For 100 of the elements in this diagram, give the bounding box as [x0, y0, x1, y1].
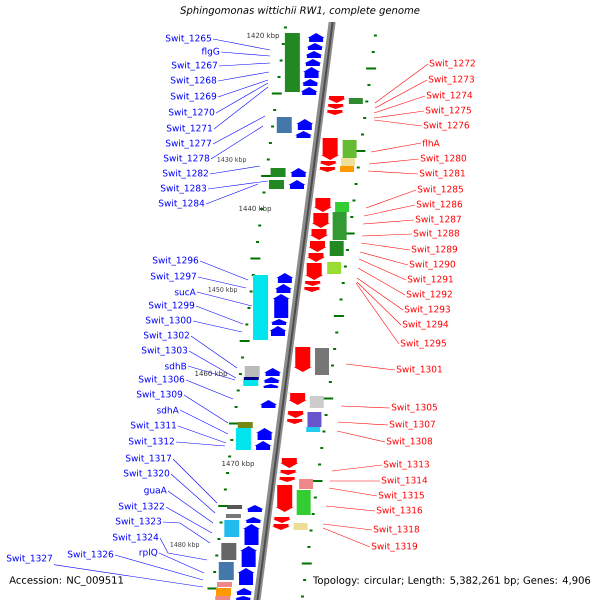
leader-line [338, 422, 388, 426]
gene-label: Swit_1276 [424, 122, 470, 130]
gene-label: Swit_1265 [166, 34, 212, 44]
gene-label: sdhA [157, 406, 179, 414]
leader-line [212, 38, 270, 50]
leader-line [220, 52, 270, 56]
leader-line [374, 64, 428, 104]
leader-line [168, 490, 214, 524]
gene-label: Swit_1271 [166, 124, 212, 134]
leader-line [192, 320, 242, 332]
gene-label: Swit_1326 [68, 550, 114, 560]
leader-line [368, 158, 420, 164]
gene-label: flgG [202, 48, 220, 56]
gene-label: Swit_1314 [382, 476, 428, 486]
leader-line [332, 464, 382, 472]
gene-label: Swit_1309 [136, 390, 182, 400]
leader-line [328, 488, 378, 496]
gene-label: Swit_1277 [166, 140, 212, 148]
gene-label: Swit_1307 [390, 420, 435, 430]
leader-line [374, 120, 422, 126]
topology-label: Topology: circular; Length: 5,382,261 bp; Genes: 4,906 [312, 576, 590, 586]
gene-label: Swit_1319 [372, 542, 418, 552]
leader-line [190, 336, 238, 368]
leader-line [176, 442, 226, 446]
gene-label: Swit_1295 [400, 340, 446, 348]
leader-line [218, 80, 268, 98]
leader-line [210, 166, 260, 174]
leader-line [374, 80, 428, 108]
gene-label: Swit_1283 [160, 184, 206, 194]
leader-line [186, 380, 234, 400]
leader-line [196, 306, 244, 324]
leader-line [180, 410, 228, 434]
gene-label: rplQ [140, 548, 158, 558]
leader-line [188, 350, 236, 378]
gene-label: Swit_1303 [142, 346, 188, 356]
gene-label: Swit_1281 [420, 170, 465, 178]
leader-line [322, 528, 370, 548]
leader-line [322, 524, 372, 530]
leader-line [374, 96, 426, 114]
leader-line [216, 82, 268, 114]
gene-label: Swit_1299 [148, 302, 194, 310]
leader-line [218, 62, 270, 66]
leader-line [162, 522, 210, 544]
leader-line [346, 364, 396, 370]
gene-label: Swit_1297 [150, 272, 196, 282]
leader-line [330, 480, 380, 482]
gene-label: Swit_1282 [162, 170, 208, 178]
gene-label: Swit_1294 [402, 320, 448, 330]
leader-line [54, 564, 204, 588]
gene-label: Swit_1308 [386, 438, 432, 446]
gene-label: Swit_1270 [168, 108, 214, 118]
leader-line [170, 474, 216, 514]
gene-label: Swit_1300 [146, 316, 192, 326]
gene-label: Swit_1274 [426, 92, 472, 100]
gene-label: Swit_1268 [170, 76, 216, 86]
leader-line [356, 282, 402, 326]
leader-line [198, 276, 246, 288]
leader-line [340, 406, 390, 408]
gene-label: Swit_1284 [158, 200, 204, 208]
gene-label: Swit_1313 [384, 460, 429, 470]
leader-line [188, 366, 236, 380]
gene-label: Swit_1292 [406, 290, 452, 300]
leader-line [362, 234, 412, 236]
gene-label: Swit_1317 [126, 454, 172, 464]
leader-line [356, 282, 400, 344]
gene-label: Swit_1269 [170, 92, 216, 102]
leader-line [210, 126, 264, 160]
leader-line [366, 190, 416, 208]
gene-label: Swit_1312 [128, 438, 174, 446]
leader-line [358, 258, 406, 280]
gene-label: Swit_1323 [116, 518, 162, 526]
gene-label: Swit_1324 [112, 534, 158, 542]
gene-label: Swit_1305 [392, 404, 437, 412]
gene-label: Swit_1291 [408, 276, 453, 284]
leader-line [370, 142, 422, 152]
leader-line [160, 538, 208, 560]
gene-label: Swit_1286 [416, 200, 462, 210]
gene-label: Swit_1285 [418, 186, 463, 194]
leader-line [212, 116, 266, 144]
leader-line [208, 180, 268, 190]
gene-label: Swit_1306 [138, 376, 184, 384]
leader-line [326, 506, 376, 512]
gene-label: guaA [144, 486, 167, 496]
gene-label: Swit_1289 [412, 246, 458, 254]
leader-line [114, 554, 204, 580]
gene-label: Swit_1267 [172, 62, 218, 70]
leader-line [206, 184, 258, 204]
gene-label: Swit_1278 [164, 154, 210, 164]
gene-label: Swit_1287 [416, 216, 461, 224]
gene-label: Swit_1320 [124, 470, 170, 478]
leader-line [356, 278, 404, 310]
leader-line [360, 252, 408, 266]
gene-label: Swit_1272 [430, 60, 475, 68]
leader-line [336, 430, 386, 442]
gene-label: Swit_1301 [396, 366, 442, 374]
gene-label: Swit_1318 [374, 526, 420, 534]
gene-label: Swit_1302 [144, 332, 189, 340]
gene-label: Swit_1316 [376, 506, 422, 516]
gene-label: Swit_1315 [378, 492, 424, 500]
leader-line [364, 204, 416, 216]
